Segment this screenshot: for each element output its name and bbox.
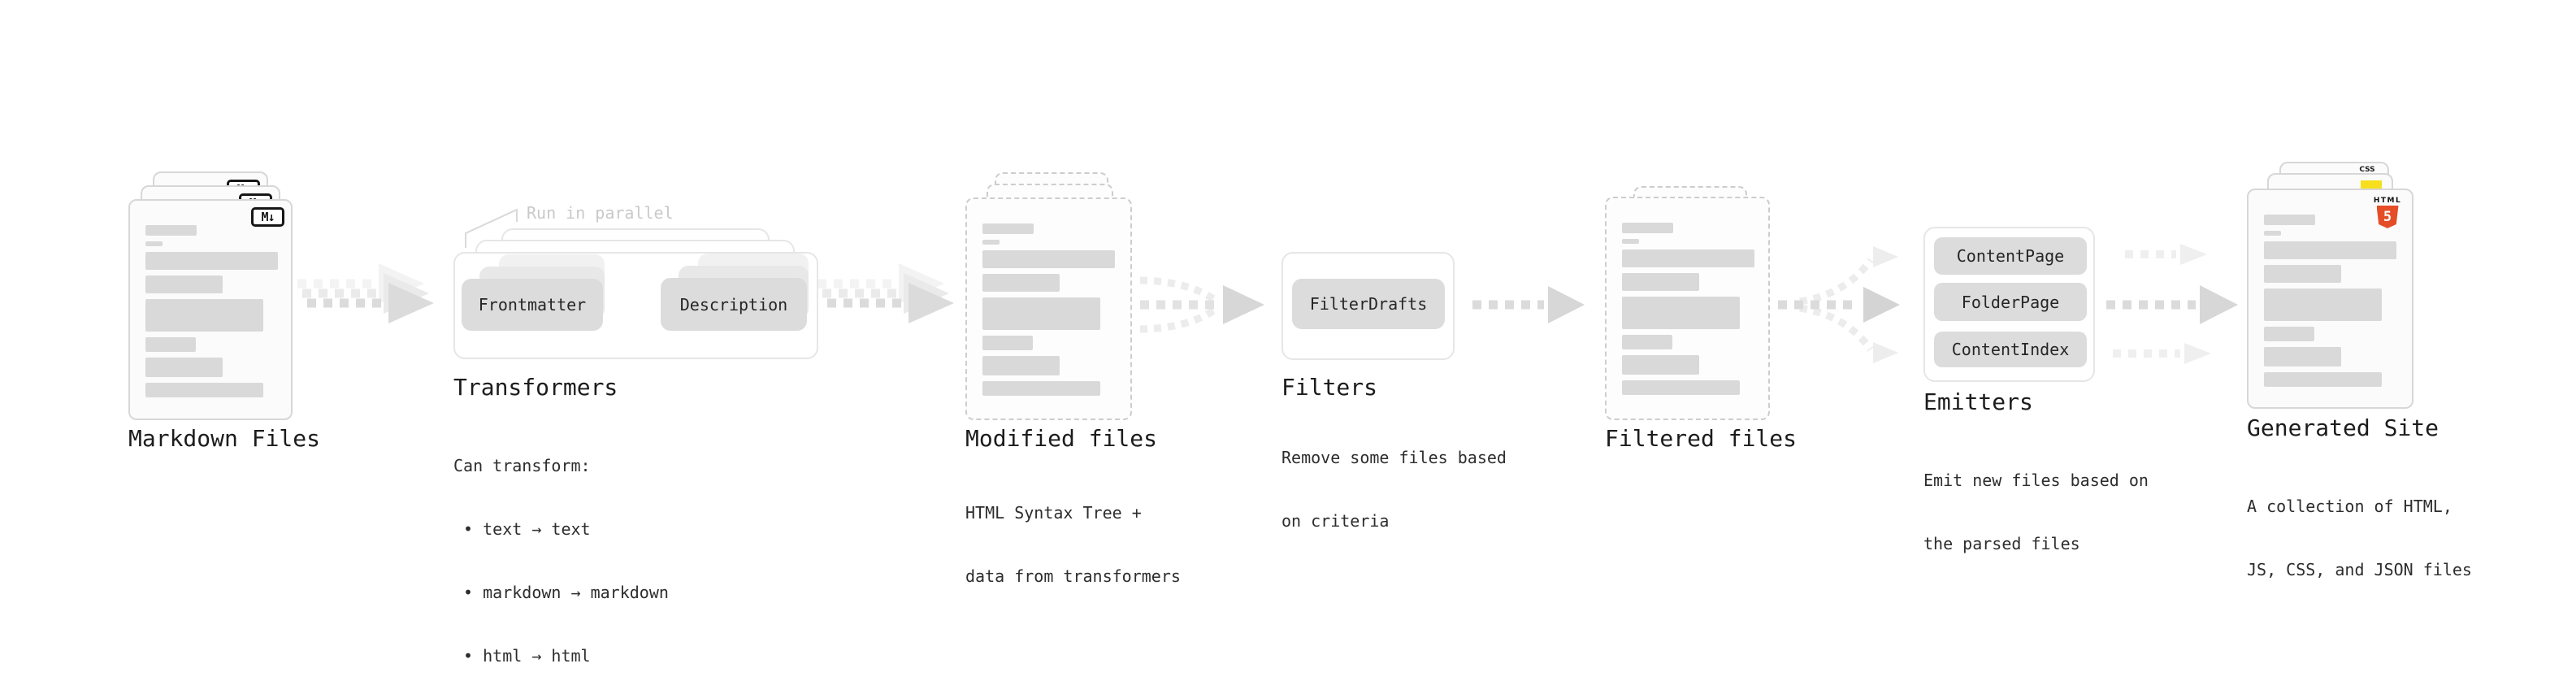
arrow-markdown-to-transformers xyxy=(297,263,434,323)
filter-box-filterdrafts: FilterDrafts xyxy=(1292,279,1445,329)
document-placeholder-lines xyxy=(982,223,1115,401)
note-line: Can transform: xyxy=(453,456,591,475)
html5-icon-shield: 5 xyxy=(2376,206,2399,228)
modified-files-title: Modified files xyxy=(965,425,1158,452)
markdown-files-title: Markdown Files xyxy=(128,425,321,452)
note-line: JS, CSS, and JSON files xyxy=(2247,560,2472,579)
note-line: Emit new files based on xyxy=(1923,471,2149,490)
note-line: Remove some files based xyxy=(1281,448,1507,467)
run-in-parallel-label: Run in parallel xyxy=(527,203,674,223)
document-placeholder-lines xyxy=(145,225,278,403)
arrow-filtered-to-emitters xyxy=(1778,246,1900,363)
emitters-title: Emitters xyxy=(1923,388,2033,415)
note-line: HTML Syntax Tree + xyxy=(965,503,1142,523)
arrow-transformers-to-modified xyxy=(817,263,954,323)
note-line: • html → html xyxy=(453,646,591,666)
filters-title: Filters xyxy=(1281,374,1378,401)
generated-site-title: Generated Site xyxy=(2247,414,2439,441)
document-placeholder-lines xyxy=(2264,215,2396,393)
emitter-box-folderpage: FolderPage xyxy=(1934,283,2087,321)
emitter-box-label: ContentIndex xyxy=(1951,340,2070,359)
filtered-file-card-front xyxy=(1605,197,1770,420)
arrow-filters-to-filtered xyxy=(1472,286,1585,323)
transformer-box-label: Description xyxy=(679,294,788,314)
note-line: • markdown → markdown xyxy=(453,583,669,602)
arrow-emitters-to-generated xyxy=(2106,244,2238,364)
note-line: the parsed files xyxy=(1923,534,2080,553)
emitter-box-contentpage: ContentPage xyxy=(1934,237,2087,275)
generated-site-notes: A collection of HTML, JS, CSS, and JSON … xyxy=(2247,453,2472,622)
markdown-icon: M↓ xyxy=(251,207,284,227)
html5-icon: HTML 5 xyxy=(2373,197,2402,228)
generated-file-card-front: HTML 5 xyxy=(2247,189,2413,409)
html5-icon-number: 5 xyxy=(2383,209,2392,225)
html5-icon-word: HTML xyxy=(2373,197,2402,205)
note-line: • text → text xyxy=(453,519,591,539)
emitter-box-contentindex: ContentIndex xyxy=(1934,332,2087,367)
modified-file-card-front xyxy=(965,197,1132,420)
note-line: on criteria xyxy=(1281,511,1390,531)
filter-box-label: FilterDrafts xyxy=(1309,294,1428,314)
transformers-title: Transformers xyxy=(453,374,618,401)
note-line: data from transformers xyxy=(965,566,1181,586)
transformers-notes: Can transform: • text → text • markdown … xyxy=(453,413,669,681)
transformer-box-description: Description xyxy=(661,278,807,331)
arrow-modified-to-filters xyxy=(1139,276,1264,333)
run-in-parallel-leader-line xyxy=(465,208,518,248)
emitters-notes: Emit new files based on the parsed files xyxy=(1923,427,2149,596)
modified-files-notes: HTML Syntax Tree + data from transformer… xyxy=(965,460,1181,629)
document-placeholder-lines xyxy=(1622,223,1754,401)
filtered-files-title: Filtered files xyxy=(1605,425,1798,452)
emitter-box-label: ContentPage xyxy=(1956,246,2065,266)
markdown-file-card-front: M↓ xyxy=(128,199,293,420)
transformer-box-frontmatter: Frontmatter xyxy=(462,279,603,331)
transformer-box-label: Frontmatter xyxy=(478,295,587,314)
filters-notes: Remove some files based on criteria xyxy=(1281,405,1507,574)
js-icon xyxy=(2361,180,2382,190)
note-line: A collection of HTML, xyxy=(2247,497,2452,516)
css3-icon-label: CSS xyxy=(2359,166,2375,174)
markdown-icon-label: M↓ xyxy=(261,210,275,224)
emitter-box-label: FolderPage xyxy=(1961,292,2060,312)
